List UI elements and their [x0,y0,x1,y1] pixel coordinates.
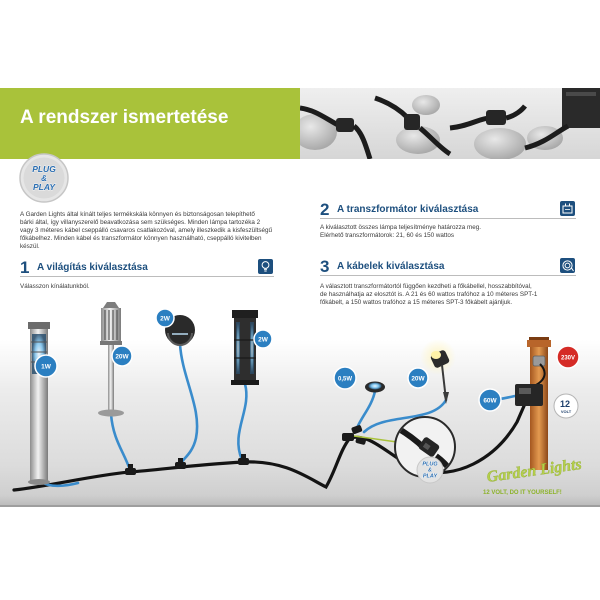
header-band [0,88,300,159]
transformer-icon [560,201,575,216]
wattage-badge: 2W [155,308,175,328]
cable-reel-icon [560,258,575,273]
intro-line: főkábelhez. Minden kábel és transzformát… [20,235,262,242]
svg-text:VOLT: VOLT [561,409,572,414]
plug-and-play-badge: PLUG & PLAY [19,153,69,203]
svg-text:PLUG: PLUG [32,164,56,174]
cable-connector [175,458,186,469]
lightbulb-icon [258,259,273,274]
section-3-text: A választott transzformátortól függően k… [320,283,537,307]
section-text-line: A kiválasztott összes lámpa teljesítmény… [320,224,481,231]
slogan: 12 VOLT, DO IT YOURSELF! [483,490,562,496]
section-number: 3 [320,257,330,276]
svg-text:2W: 2W [258,337,269,344]
section-1-text: Válasszon kínálatunkból. [20,283,90,291]
wattage-badge: 1W [34,354,58,378]
section-3-heading: 3 A kábelek kiválasztása [320,255,576,276]
mini-deck-spot [365,381,385,393]
svg-text:PLAY: PLAY [33,182,56,192]
bollard-lamp [28,322,50,485]
section-text-line: de használhatja az elosztót is. A 21 és … [320,291,538,298]
section-number: 1 [20,258,30,277]
svg-text:2W: 2W [160,316,171,323]
section-1-heading: 1 A világítás kiválasztása [20,256,274,277]
intro-text: A Garden Lights által kínált teljes term… [20,211,272,251]
section-text-line: Válasszon kínálatunkból. [20,283,90,290]
section-text-line: főkábelt, a 150 wattos trafóhoz a 15 mét… [320,299,513,306]
section-title: A transzformátor kiválasztása [337,204,479,215]
wattage-badge: 20W [111,345,133,367]
svg-text:&: & [428,468,432,474]
svg-text:PLAY: PLAY [423,474,439,480]
intro-line: vagy 3 méteres kábel cseppálló csavaros … [20,227,272,234]
connector-photo-strip [300,88,600,159]
section-title: A világítás kiválasztása [37,262,148,273]
power-cable [535,363,546,386]
section-number: 2 [320,200,330,219]
wattage-badge: 20W [407,367,429,389]
section-2-heading: 2 A transzformátor kiválasztása [320,198,576,219]
svg-text:12: 12 [560,399,570,409]
svg-text:&: & [41,174,47,183]
column-lamp [231,310,259,385]
svg-text:PLUG: PLUG [422,462,438,468]
wattage-badge: 0,5W [333,366,357,390]
svg-text:1W: 1W [41,364,52,371]
intro-line: készül. [20,243,40,250]
transformer [515,384,543,406]
svg-text:20W: 20W [411,376,425,383]
section-title: A kábelek kiválasztása [337,261,445,272]
spike-spotlight [420,339,456,404]
svg-text:60W: 60W [483,398,497,405]
cable-splitter [342,425,367,445]
svg-text:230V: 230V [561,355,575,361]
lantern-post-lamp [98,302,124,417]
page-title: A rendszer ismertetése [20,107,229,128]
cable-connector [125,464,136,475]
plug-and-play-mini-badge: PLUG & PLAY [416,456,444,484]
volt-badge: 12 VOLT [553,393,579,419]
inset-pointer [353,435,398,443]
transformer-badge: 60W [478,388,502,412]
svg-text:20W: 20W [115,354,129,361]
wattage-badge: 2W [253,329,273,349]
cable-connector [238,454,249,465]
system-illustration: 1W 20W 2W [0,302,600,507]
floor [0,340,600,507]
intro-line: bárki által, így villanyszerelő beavatko… [20,219,261,226]
mains-badge: 230V [556,345,580,369]
intro-line: A Garden Lights által kínált teljes term… [20,211,255,218]
svg-text:0,5W: 0,5W [338,376,352,382]
section-text-line: Elérhető transzformátorok: 21, 60 és 150… [320,232,455,239]
section-text-line: A választott transzformátortól függően k… [320,283,532,290]
section-2-text: A kiválasztott összes lámpa teljesítmény… [320,224,481,240]
